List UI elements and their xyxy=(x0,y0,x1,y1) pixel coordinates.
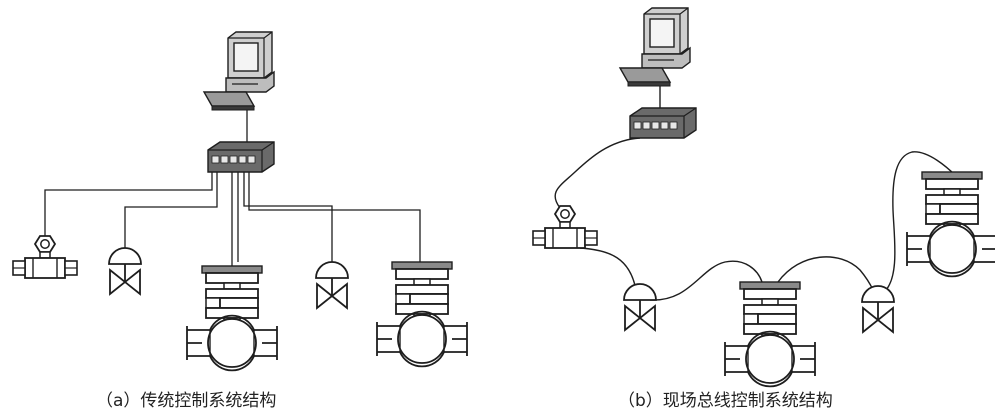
caption-fieldbus: （b）现场总线控制系统结构 xyxy=(618,391,833,411)
fieldbus-wiring xyxy=(554,82,957,301)
control-valve-icon xyxy=(724,281,816,388)
computer-icon xyxy=(203,31,275,111)
fieldbus-architecture xyxy=(532,7,995,388)
caption-traditional: （a）传统控制系统结构 xyxy=(96,391,277,411)
traditional-wiring xyxy=(44,108,421,266)
computer-icon xyxy=(619,7,691,87)
hub-icon xyxy=(207,141,275,173)
traditional-architecture xyxy=(12,31,468,372)
diaphragm-valve-icon xyxy=(108,247,142,295)
transmitter-icon xyxy=(532,205,598,249)
diaphragm-valve-icon xyxy=(623,283,657,331)
hub-icon xyxy=(629,107,697,139)
control-valve-icon xyxy=(186,265,278,372)
control-valve-icon xyxy=(376,261,468,368)
transmitter-icon xyxy=(12,235,78,279)
diaphragm-valve-icon xyxy=(861,285,895,333)
control-valve-icon xyxy=(906,171,995,278)
diaphragm-valve-icon xyxy=(315,261,349,309)
